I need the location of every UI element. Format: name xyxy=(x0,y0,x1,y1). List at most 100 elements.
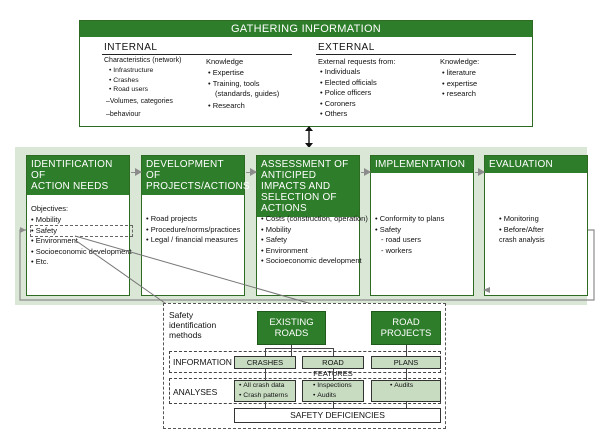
list-item: Mobility xyxy=(261,225,368,236)
gathering-information-panel: GATHERING INFORMATION INTERNAL Character… xyxy=(79,20,533,127)
crashes-box: CRASHES xyxy=(234,356,296,369)
list-item: - workers xyxy=(381,245,412,255)
external-knowledge-label: Knowledge: xyxy=(440,57,480,66)
title-line: Safety xyxy=(169,310,194,320)
stage-title: DEVELOPMENT OF PROJECTS/ACTIONS xyxy=(142,156,250,195)
list-item: Safety xyxy=(261,235,368,246)
internal-characteristics-label: Characteristics (network) xyxy=(104,57,182,64)
box-line: PROJECTS xyxy=(380,328,432,339)
stage-title: ASSESSMENT OF ANTICIPED IMPACTS AND SELE… xyxy=(257,156,359,217)
list-item: Elected officials xyxy=(320,78,377,89)
analyses-features-box: Inspections Audits xyxy=(302,380,364,402)
stage-title-line: PROJECTS/ACTIONS xyxy=(146,181,250,192)
external-underline xyxy=(316,54,516,55)
list-item: Crash patterns xyxy=(239,391,295,401)
evaluation-extra: crash analysis xyxy=(499,235,545,244)
plans-box: PLANS xyxy=(371,356,441,369)
list-item: - road users xyxy=(381,235,422,244)
stage-title-line: EVALUATION xyxy=(489,159,553,170)
connector xyxy=(265,348,333,349)
list-item: Environment xyxy=(261,246,368,257)
stage-items: Monitoring Before/After crash analysis xyxy=(499,214,545,245)
title-line: identification xyxy=(169,320,217,330)
internal-heading: INTERNAL xyxy=(104,42,158,53)
list-item: literature xyxy=(442,68,477,79)
list-item: Inspections xyxy=(313,381,363,391)
stage-title-line: ASSESSMENT OF xyxy=(261,159,349,170)
list-item: Environment xyxy=(31,236,132,247)
list-item: Police officers xyxy=(320,88,377,99)
stage-implementation: IMPLEMENTATION Conformity to plans Safet… xyxy=(370,155,474,296)
list-item: Mobility xyxy=(31,215,132,226)
connector xyxy=(333,348,334,356)
stage-title: EVALUATION xyxy=(485,156,587,173)
list-item: Audits xyxy=(390,381,440,391)
connector xyxy=(406,345,407,356)
internal-knowledge-list: Expertise Training, tools xyxy=(208,68,260,89)
double-arrow-connector xyxy=(305,126,313,148)
title-line: methods xyxy=(169,330,202,340)
stage-title: IDENTIFICATION OF ACTION NEEDS xyxy=(27,156,129,195)
stage-evaluation: EVALUATION Monitoring Before/After crash… xyxy=(484,155,588,296)
list-item: Coroners xyxy=(320,99,377,110)
information-label: INFORMATION xyxy=(173,357,232,367)
safety-deficiencies-box: SAFETY DEFICIENCIES xyxy=(234,408,441,423)
existing-roads-box: EXISTING ROADS xyxy=(257,311,326,345)
stage-identification: IDENTIFICATION OF ACTION NEEDS Objective… xyxy=(26,155,133,296)
connector xyxy=(265,402,266,408)
list-item: expertise xyxy=(442,79,477,90)
internal-knowledge-label: Knowledge xyxy=(206,57,244,66)
connector xyxy=(406,402,407,408)
list-item: research xyxy=(442,89,477,100)
stage-title-line: DEVELOPMENT OF xyxy=(146,159,224,181)
list-item: Research xyxy=(208,101,245,112)
connector xyxy=(333,369,334,380)
internal-characteristics-list: Infrastructure Crashes Road users xyxy=(109,66,153,95)
list-item: Legal / financial measures xyxy=(146,235,240,246)
stage-title-line: IDENTIFICATION OF xyxy=(31,159,113,181)
stage-title-line: ACTION NEEDS xyxy=(31,181,109,192)
list-item: Audits xyxy=(313,391,363,401)
external-knowledge-list: literature expertise research xyxy=(442,68,477,100)
arrow-right xyxy=(361,168,371,176)
list-item: Before/After xyxy=(499,225,545,236)
analyses-label: ANALYSES xyxy=(173,387,218,397)
safety-identification-panel: Safety identification methods EXISTING R… xyxy=(163,303,446,429)
list-item: Infrastructure xyxy=(109,66,153,76)
list-item: Expertise xyxy=(208,68,260,79)
list-item: Conformity to plans xyxy=(375,214,445,225)
internal-knowledge-research: Research xyxy=(208,101,245,112)
internal-volumes: –Volumes, categories xyxy=(106,98,173,105)
internal-knowledge-sub: (standards, guides) xyxy=(215,89,280,98)
internal-behaviour: –behaviour xyxy=(106,111,141,118)
stage-items: Road projects Procedure/norms/practices … xyxy=(146,214,241,246)
list-item: Monitoring xyxy=(499,214,545,225)
list-item: Procedure/norms/practices xyxy=(146,225,241,236)
list-item: Individuals xyxy=(320,67,377,78)
stage-title: IMPLEMENTATION xyxy=(371,156,473,173)
stage-items: Conformity to plans Safety - road users … xyxy=(375,214,445,256)
analyses-plans-box: Audits xyxy=(371,380,441,402)
connector xyxy=(265,369,266,380)
external-requests-label: External requests from: xyxy=(318,57,396,66)
list-item: All crash data xyxy=(239,381,295,391)
list-item: Training, tools xyxy=(208,79,260,90)
connector xyxy=(265,348,266,356)
list-item: Etc. xyxy=(31,257,132,268)
box-line: ROAD xyxy=(392,317,420,328)
connector xyxy=(406,369,407,380)
list-item: Crashes xyxy=(109,76,153,86)
safety-methods-title: Safety identification methods xyxy=(169,310,216,340)
road-projects-box: ROAD PROJECTS xyxy=(371,311,441,345)
list-item: Safety xyxy=(375,225,444,236)
arrow-right xyxy=(246,168,257,176)
stage-items: Costs (construction, operation) Mobility… xyxy=(261,214,368,267)
list-item: Socioeconomic development xyxy=(261,256,368,267)
list-item: Road projects xyxy=(146,214,240,225)
list-item: Road users xyxy=(109,85,153,95)
analyses-crashes-box: All crash data Crash patterns xyxy=(234,380,296,402)
stage-title-line: IMPLEMENTATION xyxy=(375,159,466,170)
list-item: Costs (construction, operation) xyxy=(261,214,368,225)
list-item: Others xyxy=(320,109,377,120)
